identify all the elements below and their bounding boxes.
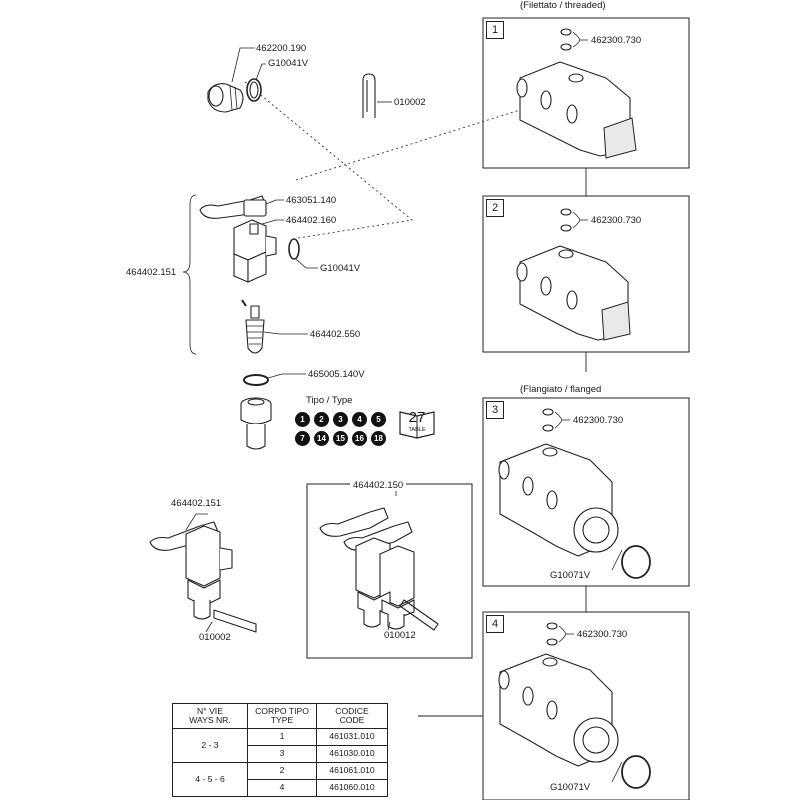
manifold-oring-3: G10071V	[550, 570, 591, 581]
type-dot-2: 2	[314, 412, 329, 427]
label-valve-double: 464402.150	[350, 480, 407, 491]
body-oring	[288, 238, 300, 260]
single-valve-assembly	[149, 521, 233, 620]
label-assembly-brace: 464402.151	[126, 267, 177, 278]
label-lever: 463051.140	[286, 195, 337, 206]
body-oring-leader	[295, 258, 318, 269]
lever-leader	[265, 199, 284, 205]
manifold-number-3: 3	[486, 401, 504, 419]
manifold-2-drawing	[516, 245, 631, 341]
type-dot-1: 1	[295, 412, 310, 427]
manifold-1-drawing	[516, 61, 637, 159]
stem-pin	[241, 299, 247, 307]
lever-part	[199, 195, 267, 219]
single-clip-leader	[205, 621, 213, 633]
manifold-code-4: 462300.730	[577, 629, 628, 640]
book-icon	[399, 411, 435, 439]
double-valve-assembly	[319, 507, 415, 630]
type-dot-7: 7	[295, 431, 310, 446]
flanged-header: (Flangiato / flanged	[520, 384, 602, 395]
label-cap: 462200.190	[256, 43, 307, 54]
manifold-code-3: 462300.730	[573, 415, 624, 426]
manifold-4-oring	[621, 755, 651, 789]
manifold-3-drawing	[498, 443, 619, 557]
single-valve-leader	[185, 513, 208, 531]
table-ref-label: TABLE	[408, 427, 426, 433]
cap-oring	[246, 78, 262, 102]
manifold-number-2: 2	[486, 199, 504, 217]
assembly-line-right	[295, 109, 521, 181]
assembly-brace	[182, 194, 197, 355]
double-clip-part	[399, 599, 439, 631]
label-seal: 465005.140V	[308, 369, 365, 380]
manifold-4-drawing	[498, 653, 619, 767]
table-row: 4 461060.010	[173, 779, 388, 797]
single-clip-part	[213, 609, 257, 633]
seal-leader	[267, 373, 306, 379]
type-dot-16: 16	[352, 431, 367, 446]
cell-code: 461061.010	[316, 762, 388, 780]
cell-type: 4	[247, 779, 317, 797]
threaded-header: (Filettato / threaded)	[520, 0, 606, 11]
table-row: 3 461030.010	[173, 745, 388, 763]
header-ways: N° VIE WAYS NR.	[172, 703, 248, 729]
manifold-number-1: 1	[486, 21, 504, 39]
manifold-code-1: 462300.730	[591, 35, 642, 46]
type-dot-15: 15	[333, 431, 348, 446]
valve-body-part	[233, 219, 277, 283]
seal-ring	[243, 374, 269, 386]
clip-top-part	[362, 73, 376, 118]
body-leader	[261, 219, 284, 225]
cell-type: 3	[247, 745, 317, 763]
manifold-number-4: 4	[486, 615, 504, 633]
assembly-line-left	[244, 81, 414, 239]
stem-part	[245, 305, 265, 354]
manifold-4-oring-leader	[611, 761, 623, 783]
table-row: 2 - 3 1 461031.010	[172, 728, 388, 763]
cell-ways: 4 - 5 - 6	[172, 762, 248, 797]
manifold-3-oring	[621, 545, 651, 579]
spec-table: N° VIE WAYS NR. CORPO TIPO TYPE CODICE C…	[172, 703, 388, 797]
label-clip-single: 010002	[199, 632, 231, 643]
stem-leader	[263, 331, 308, 335]
label-body: 464402.160	[286, 215, 337, 226]
type-dot-14: 14	[314, 431, 329, 446]
label-clip-top: 010002	[394, 97, 426, 108]
manifold-code-2: 462300.730	[591, 215, 642, 226]
label-cap-oring: G10041V	[268, 58, 309, 69]
header-code: CODICE CODE	[316, 703, 388, 729]
type-dot-4: 4	[352, 412, 367, 427]
manifold-oring-4: G10071V	[550, 782, 591, 793]
table-row: 4 - 5 - 6 2 461061.010	[172, 762, 388, 797]
cell-code: 461030.010	[316, 745, 388, 763]
cell-code: 461060.010	[316, 779, 388, 797]
cell-type: 2	[247, 762, 317, 780]
cell-code: 461031.010	[316, 728, 388, 746]
cell-type: 1	[247, 728, 317, 746]
manifold-small-orings	[542, 28, 588, 646]
header-body-type: CORPO TIPO TYPE	[247, 703, 317, 729]
type-dot-5: 5	[371, 412, 386, 427]
cap-part	[207, 83, 244, 113]
label-body-oring: G10041V	[320, 263, 361, 274]
type-dot-18: 18	[371, 431, 386, 446]
label-tipo-type: Tipo / Type	[306, 395, 353, 406]
type-dot-3: 3	[333, 412, 348, 427]
cap-leaders	[231, 47, 266, 83]
spec-table-header-row: N° VIE WAYS NR. CORPO TIPO TYPE CODICE C…	[172, 703, 388, 729]
table-ref-number: 27	[408, 409, 426, 426]
label-stem: 464402.550	[310, 329, 361, 340]
label-clip-double: 010012	[384, 630, 416, 641]
type-fitting-part	[240, 397, 272, 450]
label-valve-single: 464402.151	[171, 498, 222, 509]
cell-ways: 2 - 3	[172, 728, 248, 763]
manifold-3-oring-leader	[611, 549, 623, 571]
